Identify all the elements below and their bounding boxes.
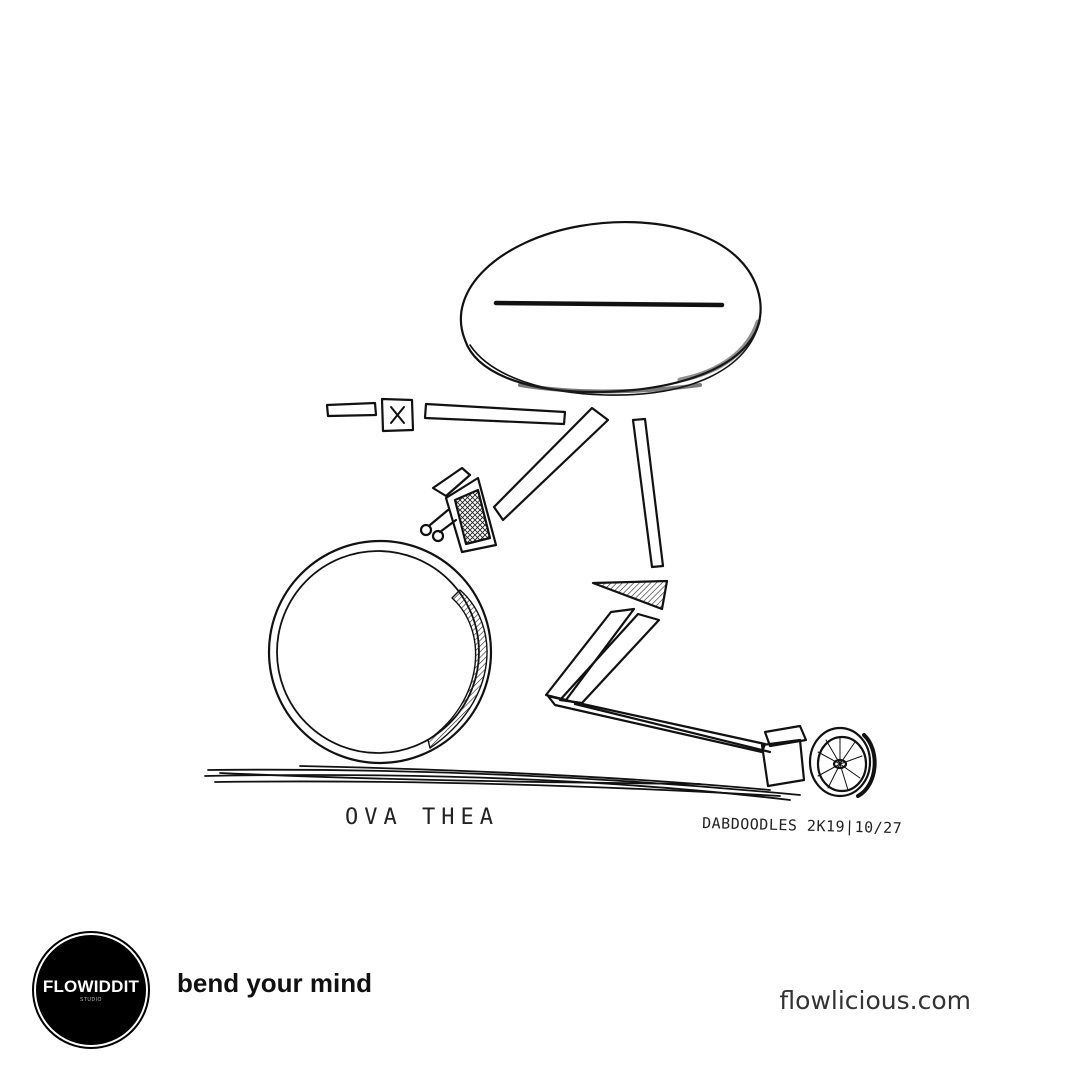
flowiddit-logo[interactable]: FLOWIDDIT STUDIO bbox=[29, 928, 153, 1052]
small-wheel bbox=[808, 726, 877, 798]
logo-text: FLOWIDDIT bbox=[42, 976, 140, 996]
arm-segments bbox=[325, 397, 610, 522]
tagline: bend your mind bbox=[177, 968, 372, 998]
leg-segments bbox=[544, 607, 772, 754]
artist-signature: DABDOODLES 2K19|10/27 bbox=[702, 814, 903, 837]
logo-subtext: STUDIO bbox=[80, 996, 102, 1003]
ground-lines bbox=[204, 765, 801, 801]
logo-circle: FLOWIDDIT STUDIO bbox=[32, 931, 150, 1049]
footer-bar: FLOWIDDIT STUDIO bend your mind flowlici… bbox=[0, 900, 1080, 1080]
hip-wedge bbox=[591, 579, 669, 611]
drawing-canvas: OVA THEA DABDOODLES 2K19|10/27 bbox=[204, 220, 903, 837]
torso-segment bbox=[631, 417, 665, 569]
big-ball bbox=[267, 539, 493, 765]
hand-gadget bbox=[419, 466, 498, 554]
foot-block bbox=[760, 724, 808, 788]
ink-drawing-artwork: OVA THEA DABDOODLES 2K19|10/27 bbox=[204, 220, 903, 837]
head-oval bbox=[459, 220, 762, 396]
artwork-title-caption: OVA THEA bbox=[345, 805, 499, 830]
website-link[interactable]: flowlicious.com bbox=[779, 986, 971, 1015]
